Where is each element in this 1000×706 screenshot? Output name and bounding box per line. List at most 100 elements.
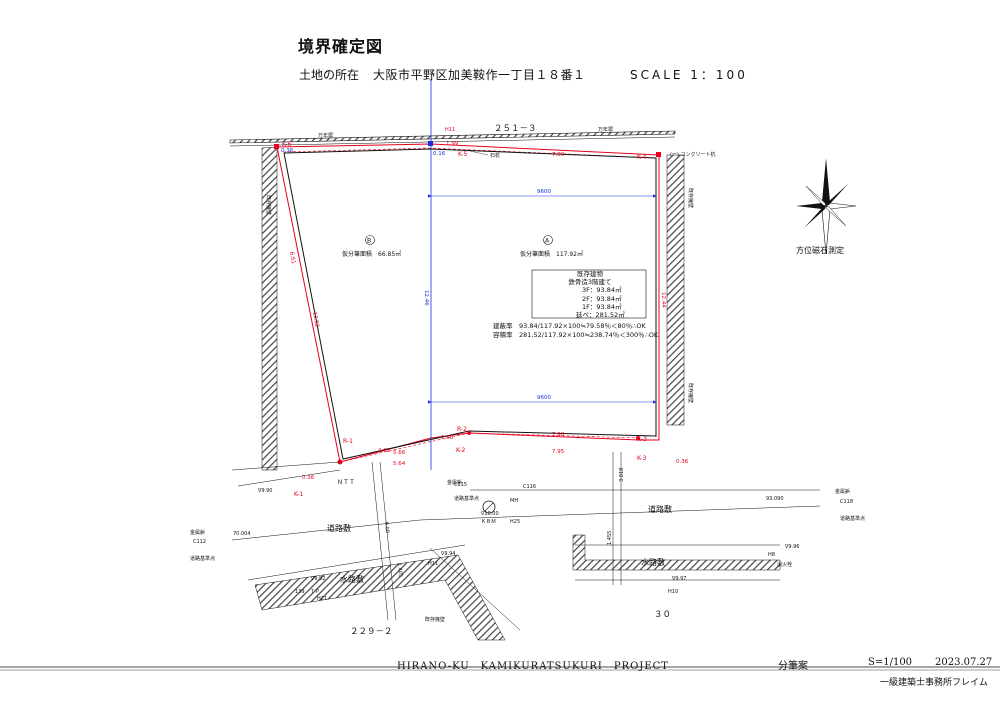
dim-6-00: 6.00 bbox=[383, 522, 390, 534]
ntt-label: ＮＴＴ bbox=[337, 479, 355, 486]
base-label-1: 道路基準点 bbox=[190, 555, 215, 562]
building-title: 既存建物 bbox=[577, 270, 603, 278]
v996-label: ∇9.96 bbox=[784, 544, 799, 550]
point-k3: K-3 bbox=[637, 455, 646, 462]
metal-label-1: 金属鋲 bbox=[190, 529, 205, 536]
scale-label: SCALE 1：100 bbox=[630, 68, 748, 82]
wall-bottom-label: 既存擁壁 bbox=[425, 616, 445, 623]
dim-0-36-b: 0.36 bbox=[281, 148, 294, 154]
h10-label: H10 bbox=[668, 589, 678, 595]
v992-label: ∇9.92 bbox=[310, 576, 325, 582]
footer-firm: 一級建築士事務所フレイム bbox=[880, 678, 988, 688]
floor-1f: 1F：93.84㎡ bbox=[582, 302, 622, 311]
c115-label: C115 bbox=[454, 482, 467, 488]
lot-sw-label: ２２９－２ bbox=[350, 627, 393, 637]
footer-doc: 分筆案 bbox=[778, 661, 808, 672]
compass-label: 方位磁石測定 bbox=[796, 245, 844, 255]
floor-area-ratio: 容積率 281.52/117.92×100≒238.74％＜300％∴OK bbox=[493, 331, 659, 339]
v70-label: 70.004 bbox=[233, 531, 251, 537]
location-label: 土地の所在 bbox=[299, 68, 360, 82]
channel-label-2: 水路敷 bbox=[641, 557, 665, 567]
stone-pile-label: 石杭 bbox=[490, 152, 500, 159]
h25-label: H25 bbox=[510, 519, 520, 525]
dim-4-02: 4.02 bbox=[378, 448, 390, 454]
channel-label-1: 水路敷 bbox=[340, 574, 364, 584]
road-label-2: 道路敷 bbox=[648, 504, 672, 514]
wall-left-label: 既存擁壁 bbox=[265, 195, 272, 215]
fence-label-b: 万年塀 bbox=[598, 126, 613, 133]
concrete-pile-label: (一) コンクリート杭 bbox=[670, 151, 716, 158]
dim-5-64: 5.64 bbox=[393, 461, 406, 467]
lot-se-label: ３０ bbox=[654, 610, 671, 620]
right-retaining-wall bbox=[666, 154, 685, 426]
wall-right-bot-label: 既存擁壁 bbox=[687, 383, 694, 403]
point-r2: R-2 bbox=[457, 426, 467, 433]
v1010-label: ∇10.00 bbox=[480, 511, 499, 517]
parcel-a-marker: A bbox=[545, 238, 550, 245]
point-k5: K-5 bbox=[458, 151, 467, 158]
v990-label: ∇9.90 bbox=[257, 488, 272, 494]
kbm-label: ＫＢＭ bbox=[481, 519, 496, 525]
wall-right-top-label: 既存擁壁 bbox=[687, 188, 694, 208]
bottom-left-wall bbox=[254, 554, 506, 641]
dimension-lines bbox=[428, 194, 657, 404]
parcel-a-area: 仮分筆面積 117.92㎡ bbox=[520, 250, 583, 258]
c118-label: C118 bbox=[840, 499, 853, 505]
dim-3-018: 3.018 bbox=[619, 468, 625, 482]
point-r3: R-3 bbox=[637, 436, 647, 443]
n139-label: 139 bbox=[295, 589, 305, 595]
location-value: 大阪市平野区加美鞍作一丁目１８番１ bbox=[373, 68, 586, 82]
h8-label: H8 bbox=[768, 552, 775, 558]
dim-5-66: 5.66 bbox=[393, 450, 406, 456]
footer-date: 2023.07.27 bbox=[935, 657, 993, 668]
dim-0-36-a: 0.36 bbox=[302, 475, 315, 481]
point-k6: K-6 bbox=[282, 141, 291, 148]
parcel-b-marker: B bbox=[367, 238, 371, 245]
c116-label: C116 bbox=[523, 484, 536, 490]
north-wall bbox=[229, 130, 676, 147]
v994-label: ∇9.94 bbox=[440, 551, 455, 557]
road-linework bbox=[231, 452, 821, 631]
c112-label: C112 bbox=[193, 539, 206, 545]
mh-label: MH bbox=[510, 498, 518, 504]
dim-7-95: 7.95 bbox=[552, 449, 565, 455]
point-r1: R-1 bbox=[343, 438, 353, 445]
h11b-label: H11 bbox=[428, 561, 438, 567]
base-label-2: 道路基準点 bbox=[454, 495, 479, 502]
h21-label: H21 bbox=[317, 596, 327, 602]
floor-3f: 3F：93.84㎡ bbox=[582, 286, 622, 295]
road-label-1: 道路敷 bbox=[327, 523, 351, 533]
base-label-3: 道路基準点 bbox=[840, 515, 865, 522]
fire-label: 消火栓 bbox=[777, 561, 792, 568]
point-k1: K-1 bbox=[294, 491, 303, 498]
dim-1-455: 1.455 bbox=[607, 531, 613, 545]
compass-icon bbox=[796, 158, 857, 255]
drawing-title: 境界確定図 bbox=[298, 37, 384, 56]
building-structure: 鉄骨造3階建て bbox=[568, 278, 612, 287]
v93-label: 93.090 bbox=[766, 496, 784, 502]
dim-9600-top: 9600 bbox=[537, 189, 551, 195]
tp-label: ＴＰ bbox=[310, 589, 320, 595]
metal-label-2: 金属鋲 bbox=[447, 479, 462, 486]
building-info: 既存建物 鉄骨造3階建て 3F：93.84㎡ 2F：93.84㎡ 1F：93.8… bbox=[532, 270, 648, 319]
dim-1-405: 1.405 bbox=[396, 563, 403, 578]
dim-7-98: 7.98 bbox=[552, 432, 565, 438]
building-outline bbox=[283, 148, 657, 460]
point-k2: K-2 bbox=[456, 447, 465, 454]
dim-12-52: 12.52 bbox=[311, 311, 320, 328]
footer-project: HIRANO-KU KAMIKURATSUKURI PROJECT bbox=[397, 661, 669, 672]
h11-top: H11 bbox=[445, 127, 455, 133]
metal-label-3: 金属鋲 bbox=[835, 488, 850, 495]
left-retaining-wall bbox=[261, 146, 278, 471]
dim-0-16: 0.16 bbox=[433, 151, 446, 157]
dim-7-90: 7.90 bbox=[552, 152, 565, 158]
dim-12-46: 12.46 bbox=[423, 290, 429, 306]
coverage-ratio: 建蔽率 93.84/117.92×100≒79.58％＜80％∴OK bbox=[493, 322, 646, 330]
v997-label: ∇9.97 bbox=[671, 576, 686, 582]
dim-1-66: 1.66 bbox=[441, 435, 454, 441]
dim-6-51: 6.51 bbox=[288, 251, 296, 264]
floor-2f: 2F：93.84㎡ bbox=[582, 294, 622, 303]
dim-0-36-c: 0.36 bbox=[676, 459, 689, 465]
parcel-b-area: 仮分筆面積 66.85㎡ bbox=[342, 250, 401, 258]
